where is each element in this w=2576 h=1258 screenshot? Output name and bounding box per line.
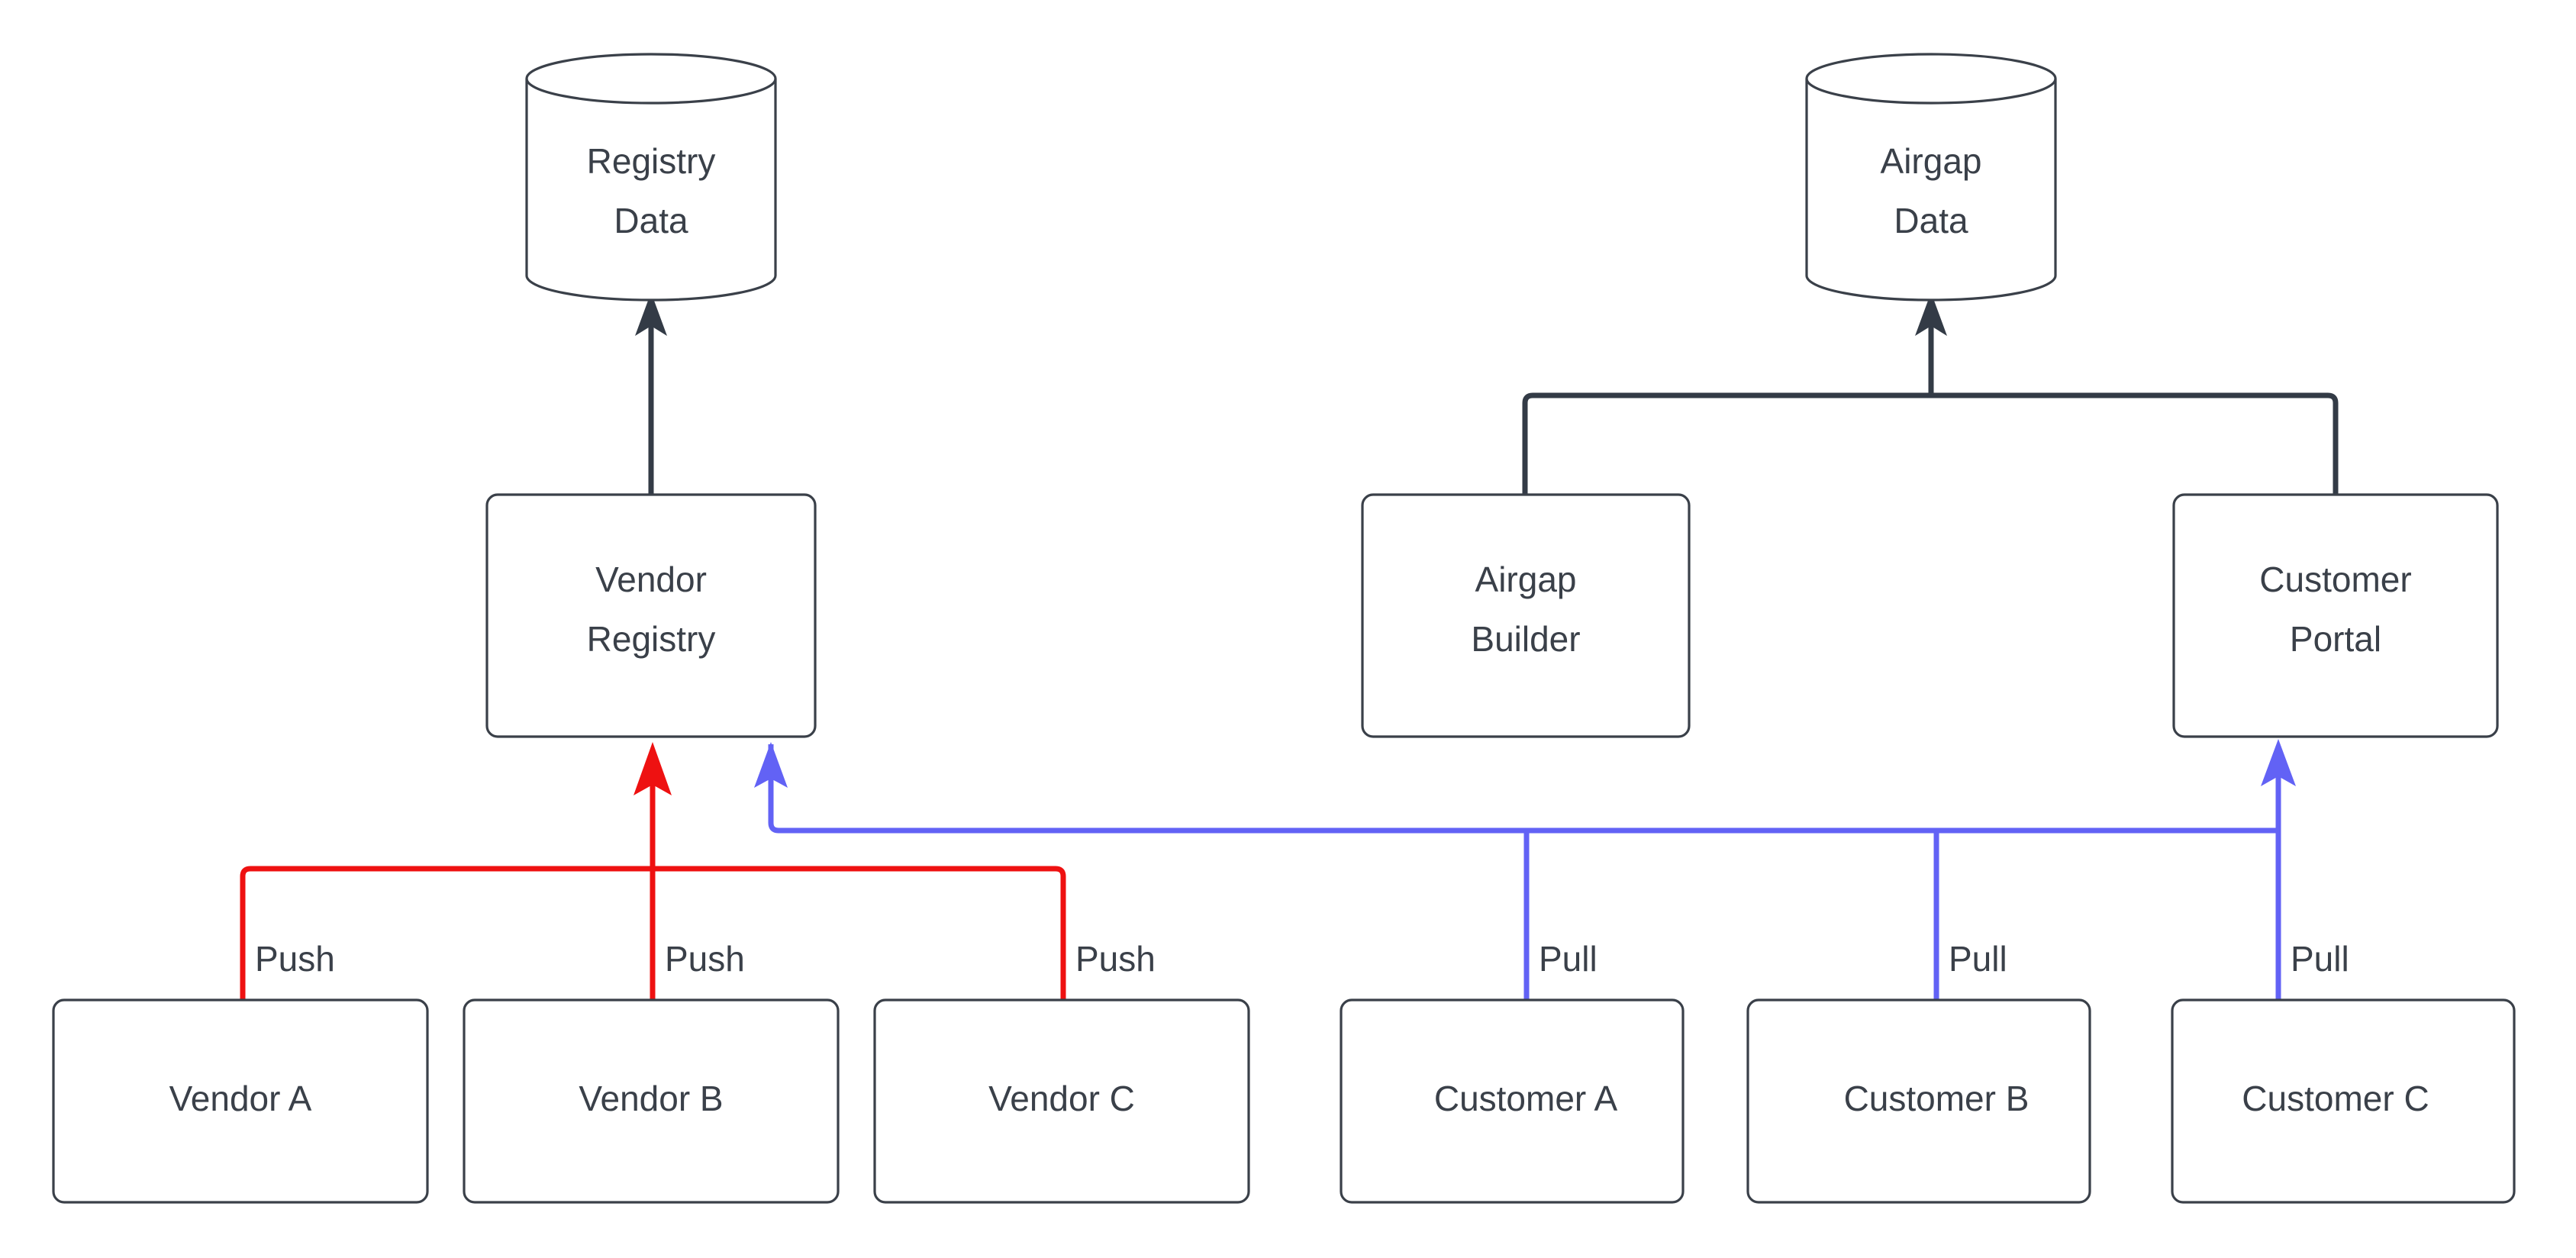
vendor-c-label: Vendor C	[988, 1079, 1135, 1118]
vendor-b-label: Vendor B	[579, 1079, 723, 1118]
edge-label-push-vendor-b: Push	[665, 939, 745, 979]
customer-portal-label-line2: Portal	[2290, 619, 2381, 659]
connector-push-bus	[240, 742, 1066, 1000]
node-vendor-registry[interactable]: Vendor Registry	[485, 493, 817, 738]
customer-c-label: Customer C	[2242, 1079, 2429, 1118]
edge-label-pull-customer-b: Pull	[1949, 939, 2007, 979]
node-airgap-data[interactable]: Airgap Data	[1805, 53, 2057, 302]
airgap-data-label-line2: Data	[1894, 201, 1968, 240]
node-vendor-b[interactable]: Vendor B	[463, 998, 840, 1204]
node-registry-data[interactable]: Registry Data	[525, 53, 777, 302]
node-customer-c[interactable]: Customer C	[2171, 998, 2516, 1204]
registry-data-label-line1: Registry	[587, 141, 716, 181]
customer-a-label: Customer A	[1434, 1079, 1618, 1118]
vendor-registry-label-line1: Vendor	[595, 560, 707, 599]
connector-airgap-builder-to-airgap-data	[1522, 392, 1931, 495]
connector-customer-portal-to-airgap-data	[1931, 392, 2339, 495]
edge-label-pull-customer-a: Pull	[1539, 939, 1598, 979]
node-airgap-builder[interactable]: Airgap Builder	[1361, 493, 1691, 738]
customer-portal-label-line1: Customer	[2259, 560, 2411, 599]
edge-label-pull-customer-c: Pull	[2291, 939, 2349, 979]
vendor-a-label: Vendor A	[169, 1079, 312, 1118]
edge-label-push-vendor-a: Push	[255, 939, 335, 979]
airgap-builder-label-line2: Builder	[1471, 619, 1580, 659]
connector-airgap-data-trunk	[1915, 292, 1947, 395]
node-vendor-a[interactable]: Vendor A	[52, 998, 429, 1204]
airgap-data-label-line1: Airgap	[1881, 141, 1982, 181]
airgap-builder-label-line1: Airgap	[1475, 560, 1577, 599]
customer-b-label: Customer B	[1844, 1079, 2030, 1118]
node-vendor-c[interactable]: Vendor C	[873, 998, 1250, 1204]
connector-pull-bus	[754, 739, 2296, 1000]
node-customer-a[interactable]: Customer A	[1340, 998, 1685, 1204]
node-customer-portal[interactable]: Customer Portal	[2172, 493, 2499, 738]
edge-label-push-vendor-c: Push	[1075, 939, 1156, 979]
vendor-registry-label-line2: Registry	[587, 619, 716, 659]
connector-vendor-registry-to-registry-data	[635, 292, 667, 495]
registry-data-label-line2: Data	[614, 201, 688, 240]
node-customer-b[interactable]: Customer B	[1746, 998, 2091, 1204]
